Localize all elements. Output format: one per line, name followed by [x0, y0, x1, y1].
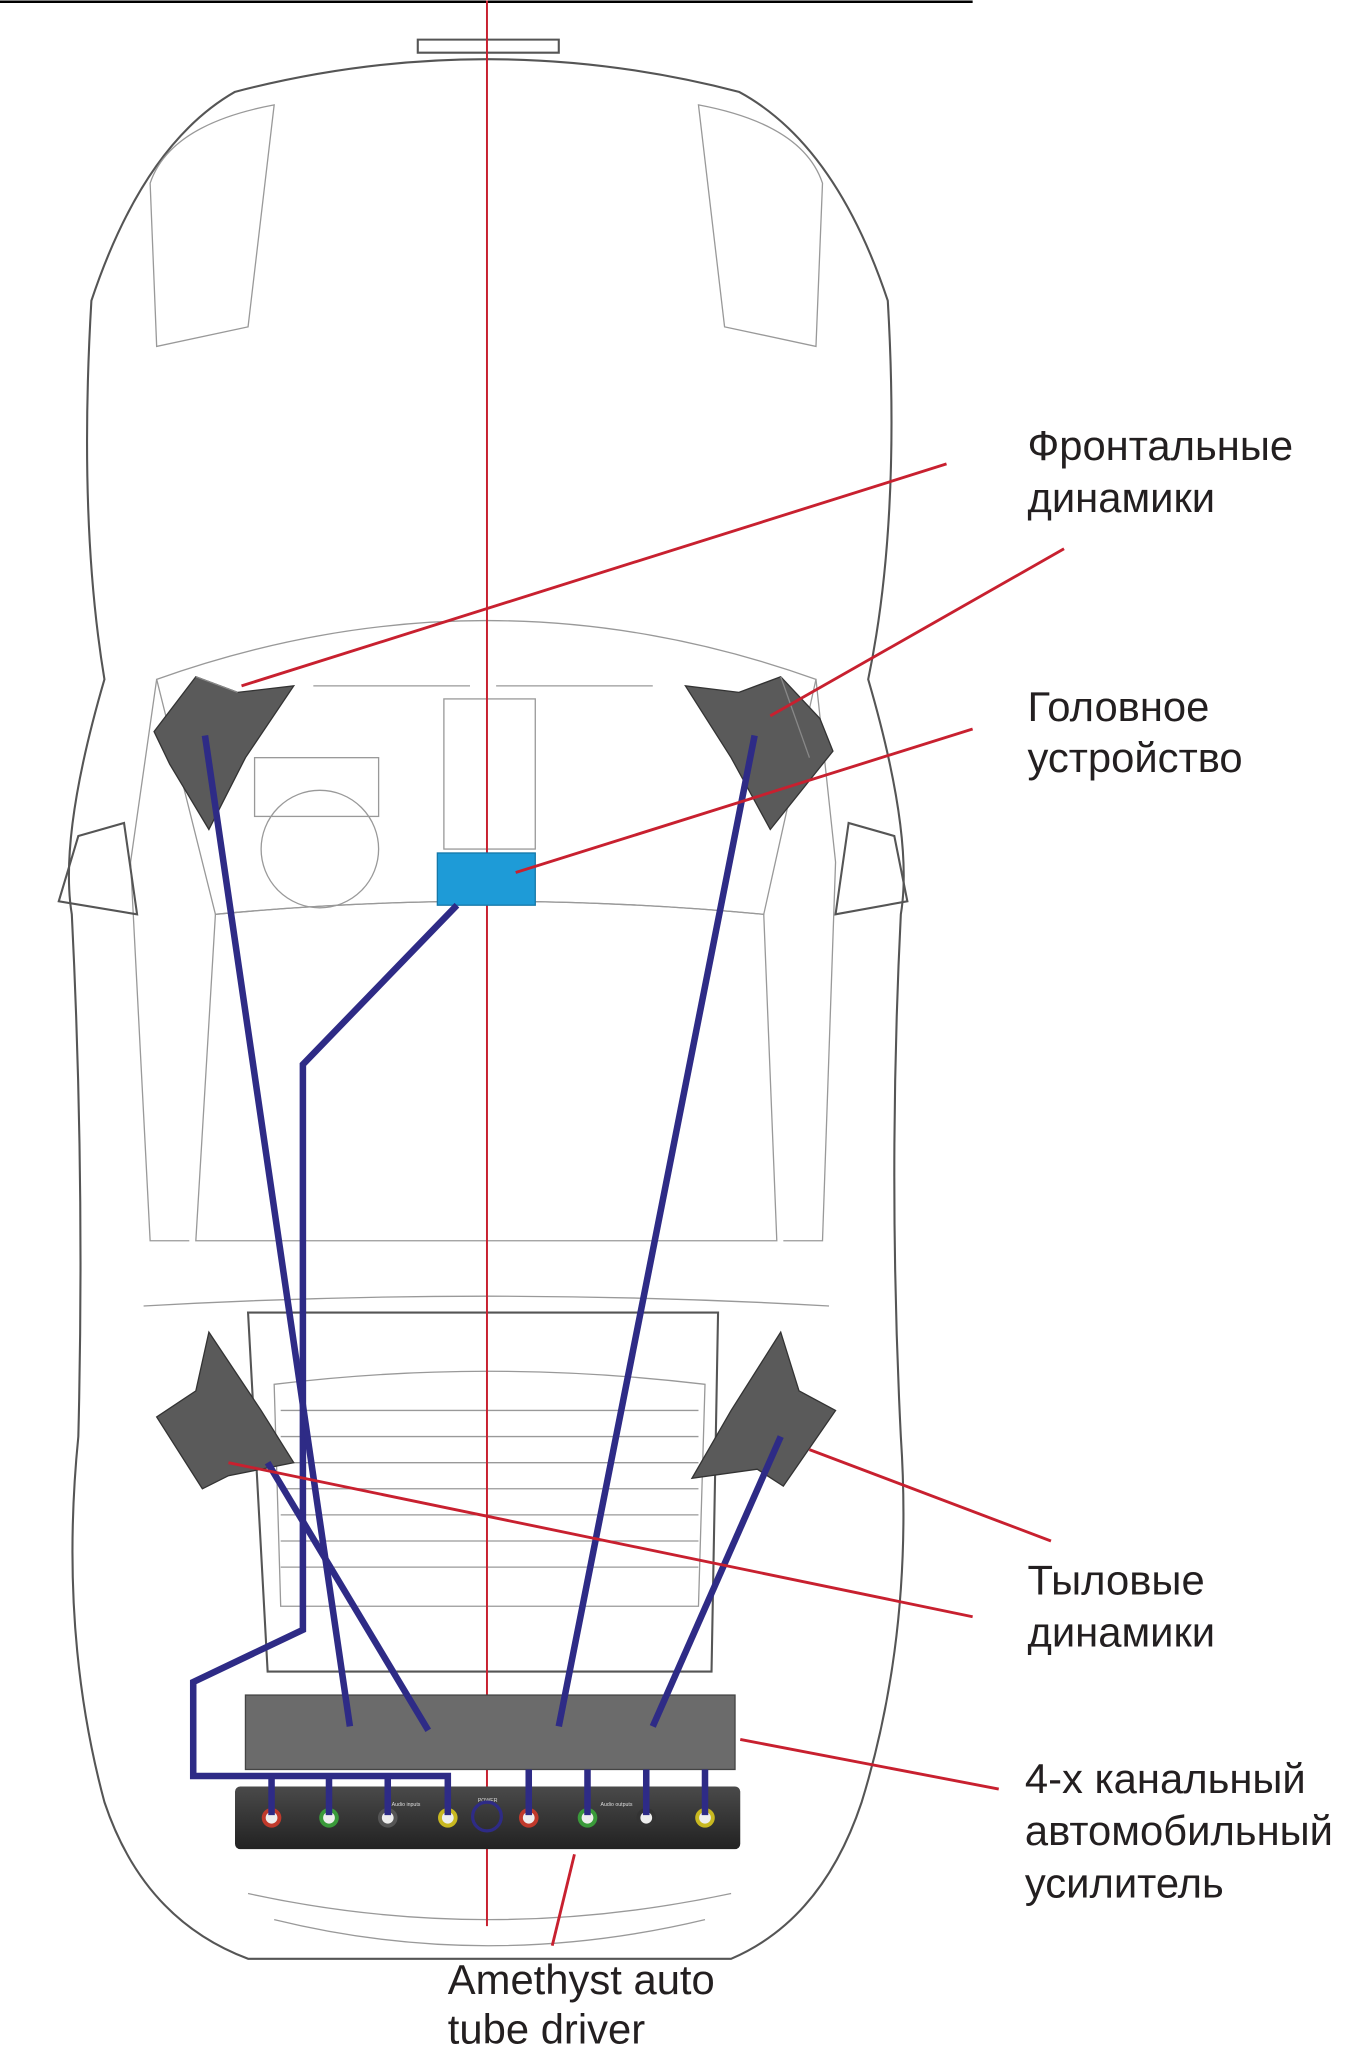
audio-inputs-label: Audio inputs	[392, 1802, 421, 1808]
head-unit[interactable]	[436, 852, 536, 906]
svg-text:устройство: устройство	[1027, 734, 1242, 781]
tube-driver-device[interactable]: Audio inputs Audio outputs POWER	[235, 1786, 741, 1850]
label-tube-driver: Amethyst auto tube driver	[448, 1956, 715, 2048]
car-outline	[57, 38, 909, 1960]
leader-lines	[228, 462, 1065, 1947]
svg-text:Головное: Головное	[1027, 683, 1209, 730]
power-button[interactable]	[470, 1800, 503, 1833]
svg-text:Amethyst auto: Amethyst auto	[448, 1956, 715, 2003]
front-right-speaker[interactable]	[684, 675, 834, 831]
amplifier[interactable]	[244, 1694, 736, 1771]
rear-right-speaker[interactable]	[690, 1330, 837, 1488]
front-left-speaker[interactable]	[153, 675, 296, 831]
svg-text:автомобильный: автомобильный	[1025, 1807, 1333, 1854]
signal-wires	[189, 734, 784, 1816]
svg-text:усилитель: усилитель	[1025, 1859, 1224, 1906]
label-amplifier: 4-х канальный автомобильный усилитель	[1025, 1755, 1333, 1906]
svg-text:динамики: динамики	[1027, 1609, 1215, 1656]
svg-text:4-х канальный: 4-х канальный	[1025, 1755, 1306, 1802]
rear-left-speaker[interactable]	[155, 1330, 295, 1490]
audio-outputs-label: Audio outputs	[601, 1802, 633, 1808]
label-front-speakers: Фронтальные динамики	[1027, 422, 1293, 521]
svg-text:tube driver: tube driver	[448, 2006, 645, 2048]
output-jacks	[518, 1807, 715, 1828]
svg-text:Тыловые: Тыловые	[1027, 1557, 1204, 1604]
svg-text:динамики: динамики	[1027, 474, 1215, 521]
label-rear-speakers: Тыловые динамики	[1027, 1557, 1215, 1656]
label-head-unit: Головное устройство	[1027, 683, 1242, 781]
svg-text:Фронтальные: Фронтальные	[1027, 422, 1293, 469]
